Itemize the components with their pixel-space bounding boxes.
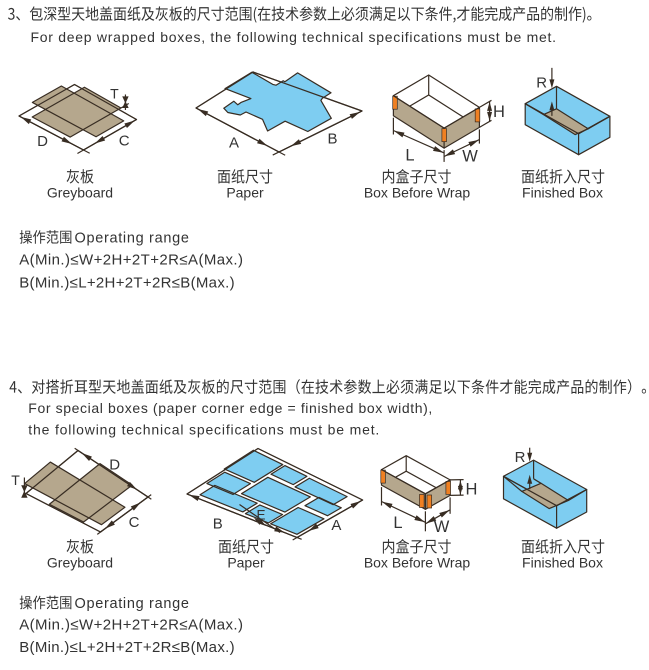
svg-text:Greyboard: Greyboard [47,185,113,201]
svg-text:D: D [109,456,120,473]
svg-text:Box Before Wrap: Box Before Wrap [364,185,471,201]
svg-text:C: C [119,132,130,149]
svg-text:B(Min.)≤L+2H+2T+2R≤B(Max.): B(Min.)≤L+2H+2T+2R≤B(Max.) [19,639,234,656]
svg-text:T: T [11,472,20,488]
svg-text:B(Min.)≤L+2H+2T+2R≤B(Max.): B(Min.)≤L+2H+2T+2R≤B(Max.) [19,274,234,291]
svg-text:Operating range: Operating range [75,231,189,247]
svg-text:C: C [129,514,140,531]
svg-text:R: R [515,449,526,466]
svg-text:For deep wrapped boxes, the fo: For deep wrapped boxes, the following te… [31,29,557,45]
svg-text:B: B [213,515,223,532]
svg-text:Box Before Wrap: Box Before Wrap [364,555,471,571]
svg-text:the following technical specif: the following technical specifications m… [28,422,379,438]
svg-text:R: R [536,74,547,91]
svg-text:A: A [331,517,341,534]
svg-text:Greyboard: Greyboard [47,555,113,571]
svg-text:Paper: Paper [226,185,264,201]
svg-text:H: H [493,103,505,121]
svg-text:H: H [466,480,478,498]
svg-text:L: L [393,514,402,532]
svg-text:E: E [256,507,265,522]
svg-text:Finished Box: Finished Box [522,555,603,571]
svg-text:A: A [229,134,239,151]
svg-text:For special boxes (paper corne: For special boxes (paper corner edge = f… [28,400,432,416]
svg-text:B: B [327,130,337,147]
svg-text:W: W [462,147,478,165]
svg-text:T: T [110,86,119,102]
svg-text:Finished Box: Finished Box [522,185,603,201]
svg-text:D: D [37,133,48,150]
svg-text:Paper: Paper [227,555,265,571]
svg-text:A(Min.)≤W+2H+2T+2R≤A(Max.): A(Min.)≤W+2H+2T+2R≤A(Max.) [19,617,243,634]
svg-text:L: L [405,146,414,164]
svg-text:A(Min.)≤W+2H+2T+2R≤A(Max.): A(Min.)≤W+2H+2T+2R≤A(Max.) [19,251,243,268]
svg-text:Operating range: Operating range [75,596,189,612]
svg-text:W: W [434,518,450,536]
